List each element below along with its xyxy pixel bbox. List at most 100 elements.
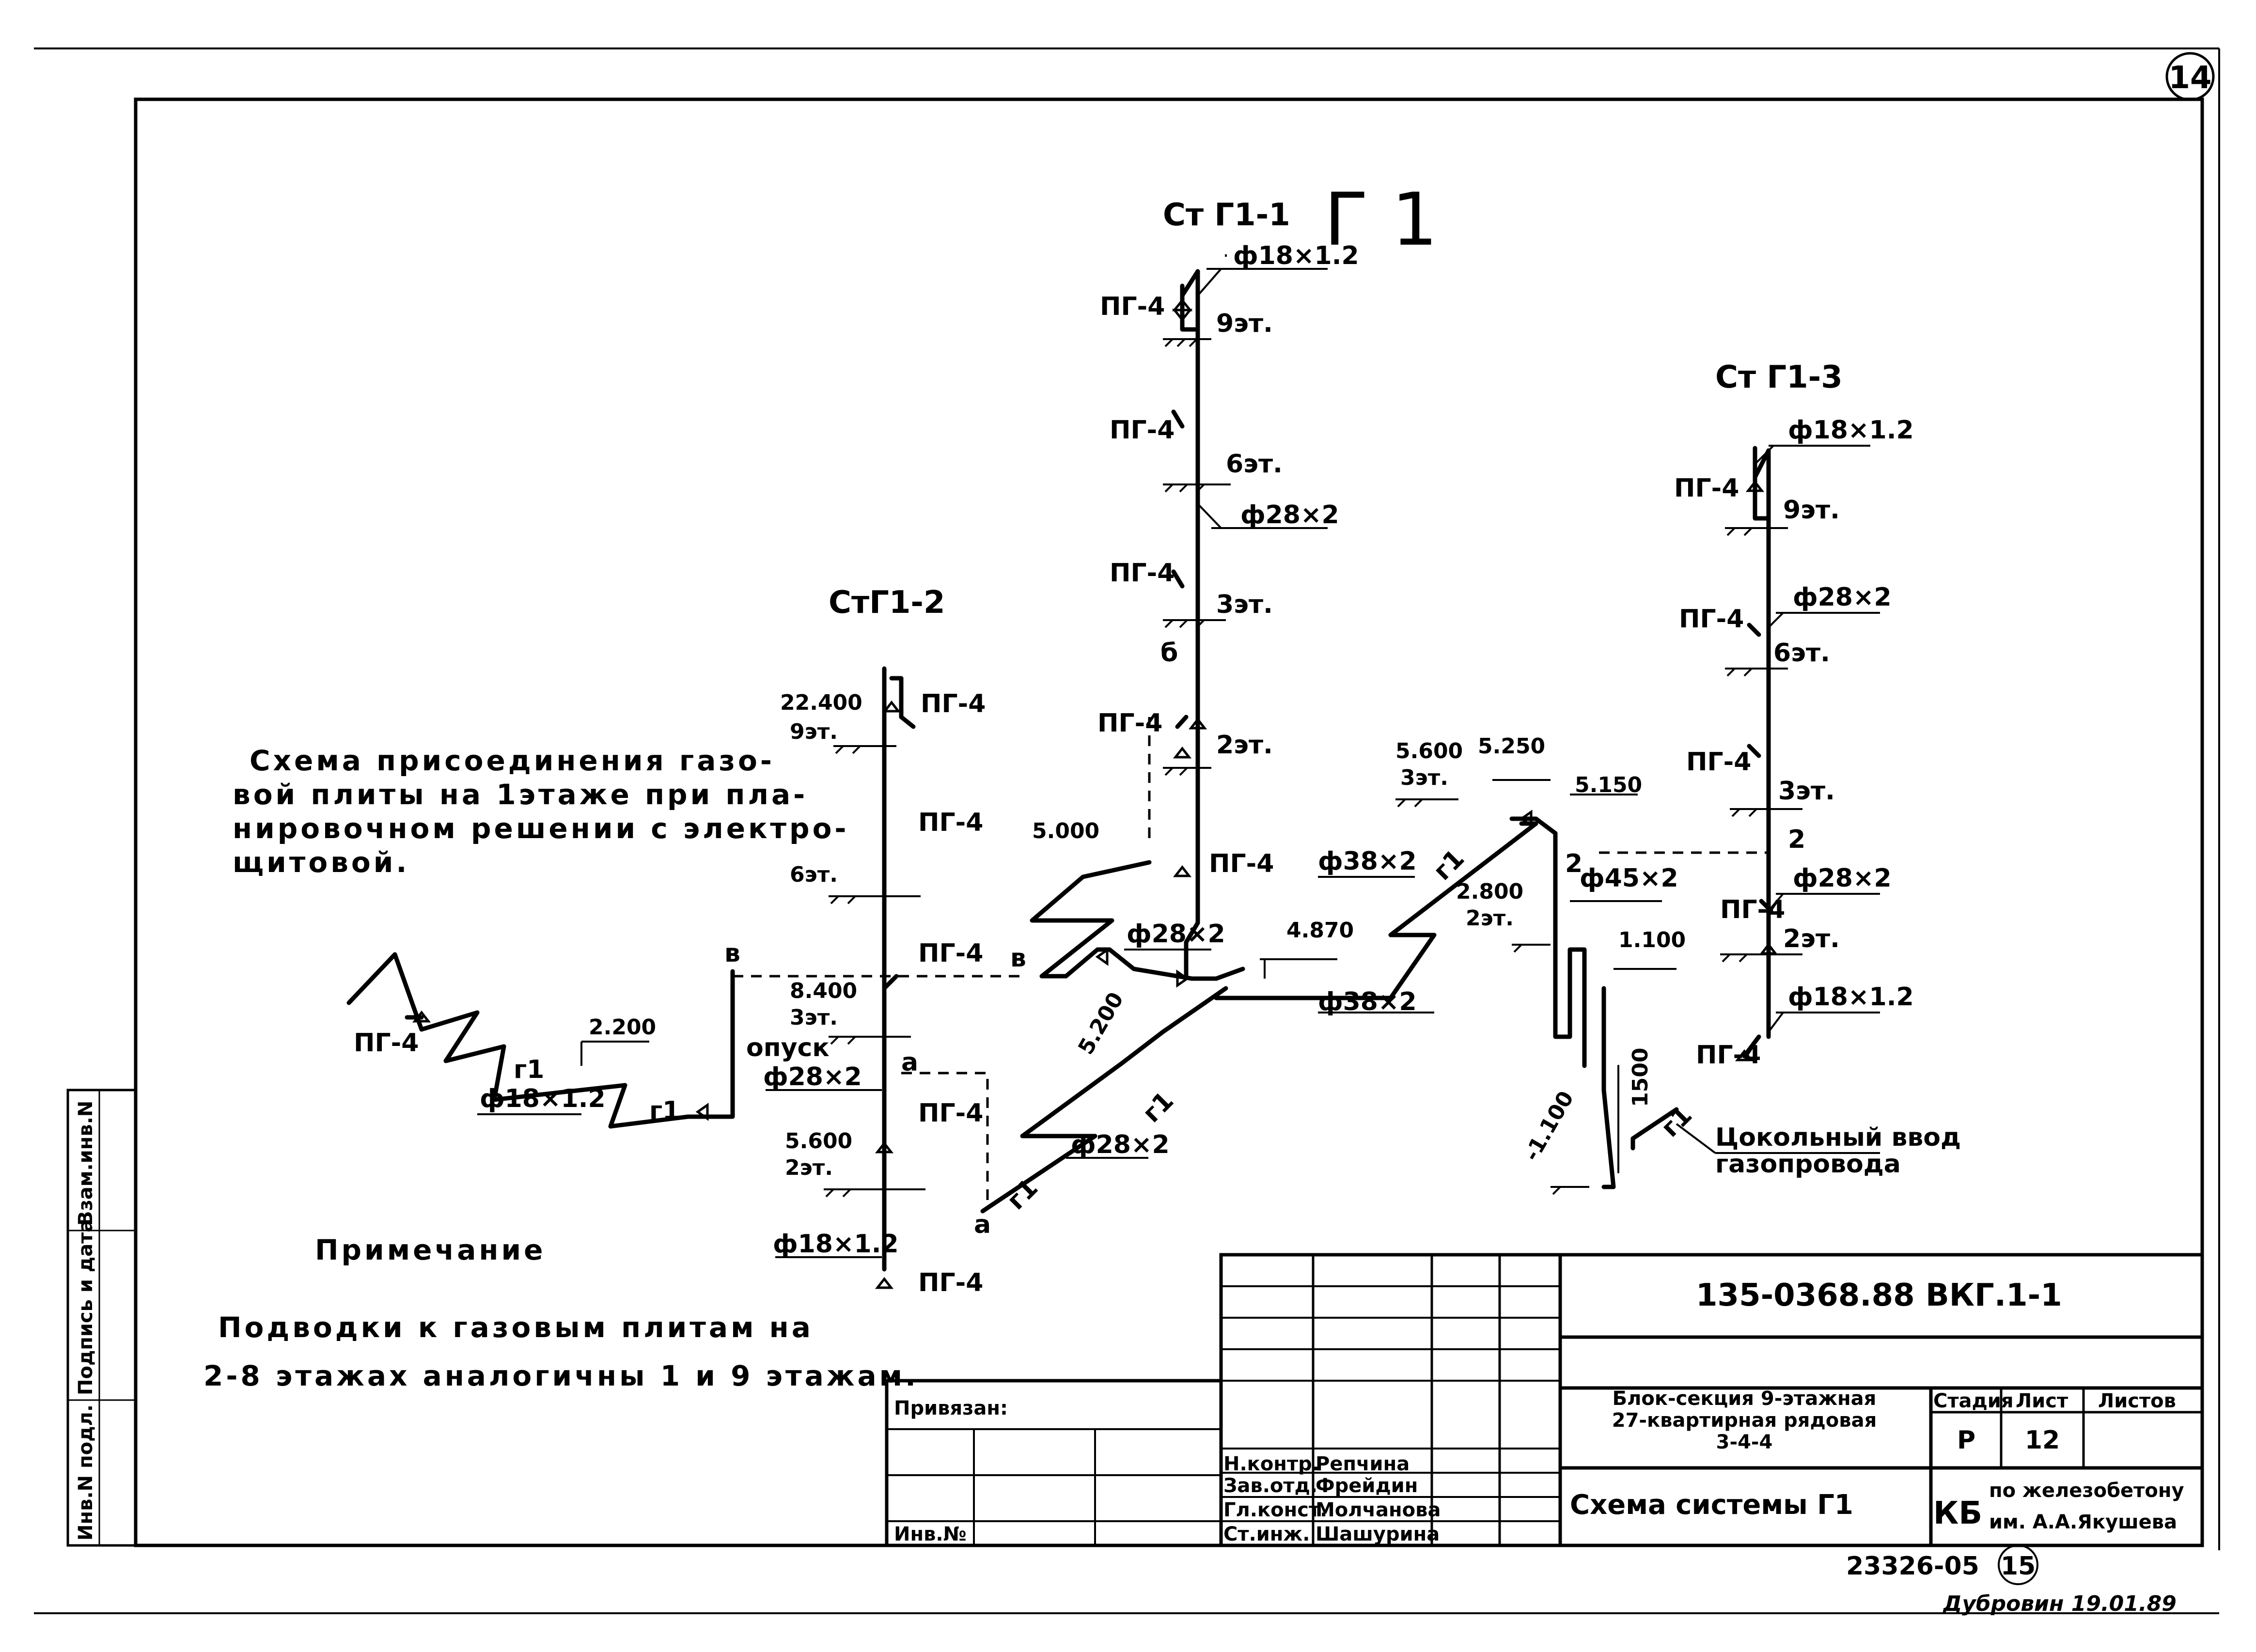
side-stamp-inv: Инв.N подл.: [75, 1404, 97, 1541]
svg-text:в: в: [724, 939, 740, 968]
svg-text:Н.контр.: Н.контр.: [1223, 1453, 1319, 1475]
svg-text:щитовой.: щитовой.: [233, 846, 409, 879]
svg-text:г1: г1: [1656, 1101, 1698, 1143]
svg-text:15: 15: [2001, 1552, 2036, 1581]
svg-text:Листов: Листов: [2098, 1390, 2176, 1412]
riser-label-2: СтГ1-2: [829, 585, 945, 621]
pipe-network: [346, 269, 1773, 1272]
svg-text:г1: г1: [514, 1055, 544, 1084]
svg-text:Подводки к газовым плитам на: Подводки к газовым плитам на: [218, 1311, 814, 1344]
svg-text:5.250: 5.250: [1478, 734, 1545, 759]
diagram-title: Г 1: [1324, 178, 1438, 262]
svg-text:Схема присоединения газо-: Схема присоединения газо-: [250, 744, 775, 777]
svg-text:ф18×1.2: ф18×1.2: [773, 1230, 899, 1259]
svg-text:2: 2: [1565, 849, 1582, 878]
svg-text:Примечание: Примечание: [315, 1233, 546, 1266]
svg-text:Гл.конст.: Гл.конст.: [1223, 1499, 1327, 1521]
svg-text:по железобетону: по железобетону: [1989, 1480, 2184, 1502]
svg-text:2.200: 2.200: [589, 1015, 656, 1040]
svg-text:5.200: 5.200: [1073, 988, 1128, 1059]
archivist-signature: Дубровин 19.01.89: [1942, 1591, 2177, 1616]
svg-text:ПГ-4: ПГ-4: [1720, 895, 1785, 924]
svg-text:3эт.: 3эт.: [790, 1005, 838, 1030]
svg-text:9эт.: 9эт.: [1216, 309, 1273, 338]
svg-text:ф18×1.2: ф18×1.2: [1788, 416, 1914, 445]
svg-text:ПГ-4: ПГ-4: [1100, 292, 1165, 321]
riser-labels: Ст Г1-1 СтГ1-2 Ст Г1-3: [829, 197, 1843, 621]
svg-text:Молчанова: Молчанова: [1316, 1499, 1441, 1521]
inlet-label-line1: Цокольный ввод: [1715, 1123, 1961, 1152]
svg-text:вой плиты на 1этаже при пла-: вой плиты на 1этаже при пла-: [233, 778, 808, 811]
svg-text:ф28×2: ф28×2: [763, 1062, 862, 1091]
svg-text:Лист: Лист: [2016, 1390, 2068, 1412]
svg-text:1.100: 1.100: [1618, 928, 1686, 952]
archive-code: 23326-05: [1846, 1552, 1979, 1581]
svg-text:2эт.: 2эт.: [1216, 731, 1273, 760]
svg-text:ПГ-4: ПГ-4: [1110, 559, 1175, 588]
svg-text:ПГ-4: ПГ-4: [921, 689, 986, 718]
svg-text:5.600: 5.600: [785, 1129, 852, 1153]
inlet-label-line2: газопровода: [1715, 1150, 1901, 1179]
riser-label-1: Ст Г1-1: [1163, 197, 1290, 233]
svg-text:ф18×1.2: ф18×1.2: [1788, 982, 1914, 1012]
svg-text:ф18×1.2: ф18×1.2: [1233, 241, 1359, 270]
scheme-note: Схема присоединения газо- вой плиты на 1…: [233, 744, 846, 879]
svg-text:ПГ-4: ПГ-4: [1097, 709, 1162, 738]
title-block: [885, 1253, 2204, 1547]
svg-text:ф38×2: ф38×2: [1318, 847, 1417, 876]
svg-text:ф28×2: ф28×2: [1240, 500, 1339, 530]
svg-text:Фрейдин: Фрейдин: [1316, 1475, 1418, 1497]
svg-text:ф38×2: ф38×2: [1318, 987, 1417, 1016]
drawing-name: Схема системы Г1: [1570, 1489, 1853, 1521]
side-stamp-signature: Подпись и дата: [75, 1219, 97, 1395]
leader-lines: [477, 254, 1880, 1258]
svg-text:Стадия: Стадия: [1933, 1390, 2014, 1412]
svg-text:им. А.А.Якушева: им. А.А.Якушева: [1989, 1511, 2177, 1533]
svg-text:5.600: 5.600: [1395, 739, 1463, 764]
svg-text:Репчина: Репчина: [1316, 1453, 1410, 1475]
svg-text:ПГ-4: ПГ-4: [1674, 474, 1739, 503]
svg-text:г1: г1: [649, 1096, 680, 1125]
svg-text:3эт.: 3эт.: [1216, 590, 1273, 619]
svg-text:Ст.инж.: Ст.инж.: [1223, 1523, 1310, 1545]
svg-text:9эт.: 9эт.: [790, 719, 838, 744]
svg-text:27-квартирная рядовая: 27-квартирная рядовая: [1612, 1409, 1877, 1432]
svg-text:3эт.: 3эт.: [1400, 765, 1448, 790]
svg-text:ПГ-4: ПГ-4: [1686, 748, 1751, 777]
svg-text:2: 2: [1788, 825, 1805, 854]
svg-text:5.150: 5.150: [1575, 773, 1642, 797]
svg-text:б: б: [1160, 639, 1178, 668]
svg-text:2эт.: 2эт.: [785, 1155, 833, 1180]
svg-text:9эт.: 9эт.: [1783, 496, 1840, 525]
svg-text:ПГ-4: ПГ-4: [1209, 849, 1274, 878]
svg-text:12: 12: [2025, 1426, 2060, 1455]
svg-text:-1.100: -1.100: [1519, 1087, 1579, 1166]
svg-text:22.400: 22.400: [780, 690, 862, 715]
doc-code: 135-0368.88 ВКГ.1-1: [1696, 1278, 2062, 1313]
general-note: Примечание Подводки к газовым плитам на …: [204, 1233, 916, 1392]
svg-text:Зав.отд.: Зав.отд.: [1223, 1475, 1317, 1497]
valve-symbols: [412, 298, 1778, 1289]
bottom-marks: 23326-05 15 Дубровин 19.01.89: [1846, 1544, 2177, 1616]
svg-text:ф28×2: ф28×2: [1071, 1130, 1170, 1159]
svg-text:г1: г1: [1002, 1173, 1044, 1216]
org-logo: КБ: [1933, 1496, 1982, 1531]
svg-text:ф45×2: ф45×2: [1580, 864, 1678, 893]
svg-text:6эт.: 6эт.: [790, 862, 838, 887]
dashed-links: [733, 717, 1769, 1206]
svg-text:ПГ-4: ПГ-4: [354, 1029, 419, 1058]
svg-text:3эт.: 3эт.: [1778, 777, 1835, 806]
svg-text:ф18×1.2: ф18×1.2: [480, 1084, 606, 1113]
inv-label: Инв.№: [894, 1523, 967, 1545]
svg-text:14: 14: [2168, 60, 2211, 96]
svg-text:ПГ-4: ПГ-4: [918, 1268, 983, 1297]
svg-text:ПГ-4: ПГ-4: [918, 1099, 983, 1128]
svg-text:3-4-4: 3-4-4: [1716, 1431, 1773, 1453]
svg-text:ф28×2: ф28×2: [1793, 864, 1892, 893]
svg-text:Шашурина: Шашурина: [1316, 1523, 1440, 1545]
pipe-labels: ф18×1.2 ПГ-4 9эт. ПГ-4 6эт. ф28×2 ПГ-4 3…: [354, 241, 1961, 1297]
svg-text:ПГ-4: ПГ-4: [1696, 1041, 1761, 1070]
svg-text:ПГ-4: ПГ-4: [1110, 416, 1175, 445]
svg-text:ф28×2: ф28×2: [1793, 583, 1892, 612]
